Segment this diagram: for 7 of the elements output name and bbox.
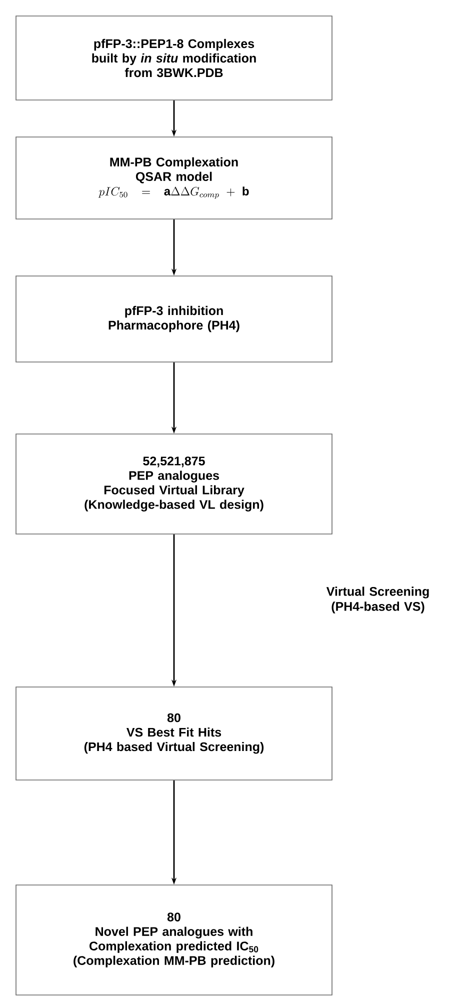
step-note: Virtual Screening (PH4-based VS)	[326, 586, 429, 614]
process-box: pfFP-3 inhibition Pharmacophore (PH4)	[16, 276, 332, 362]
process-box: pfFP-3::PEP1-8 Complexes built by in situ modification from 3BWK.PDB	[16, 16, 332, 100]
process-box: 80 Novel PEP analogues with Complexation predicted IC$_{50}$ (Complexation MM-PB prediction)	[16, 884, 332, 996]
process-box: MM-PB Complexation QSAR model $pIC_{50} = \mathbf{a}\Delta\Delta G_{comp} + \mathbf{b}$	[16, 136, 332, 220]
process-box: 52,521,875 PEP analogues Focused Virtual Library (Knowledge-based VL design)	[16, 434, 332, 534]
process-box: 80 VS Best Fit Hits (PH4 based Virtual Screening)	[16, 686, 332, 780]
